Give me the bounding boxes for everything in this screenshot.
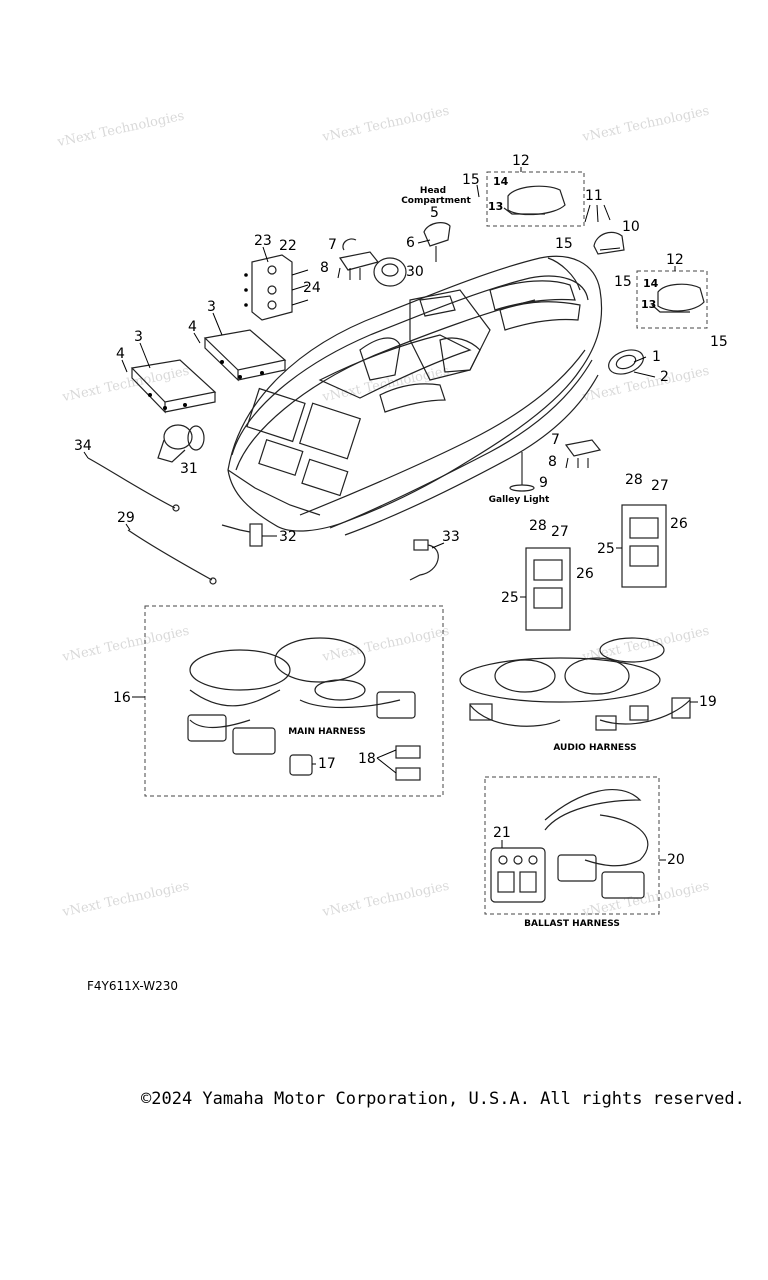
courtesy-light-1 — [608, 349, 644, 375]
callout-23: 23 — [254, 233, 272, 249]
callout-27: 27 — [651, 478, 669, 494]
bracket-25-left — [525, 547, 571, 631]
callout-15: 15 — [614, 274, 632, 290]
watermark: vNext Technologies — [580, 364, 710, 406]
callout-16: 16 — [113, 690, 131, 706]
watermark: vNext Technologies — [580, 104, 710, 146]
bracket-25-right — [621, 504, 667, 588]
callout-8: 8 — [548, 454, 557, 470]
mounting-plate-22 — [244, 254, 309, 321]
switch-32 — [221, 523, 263, 547]
callout-4: 4 — [188, 319, 197, 335]
callout-30: 30 — [406, 264, 424, 280]
callout-3: 3 — [134, 329, 143, 345]
callout-25: 25 — [501, 590, 519, 606]
dome-light-10 — [593, 231, 625, 255]
copyright-notice: ©2024 Yamaha Motor Corporation, U.S.A. A… — [141, 1089, 745, 1109]
callout-13: 13 — [641, 298, 656, 311]
callout-7: 7 — [328, 237, 337, 253]
watermarks: vNext Technologies vNext Technologies vN… — [55, 104, 710, 921]
watermark: vNext Technologies — [320, 879, 450, 921]
callout-10: 10 — [622, 219, 640, 235]
caption-main-harness: MAIN HARNESS — [288, 727, 366, 737]
callouts: 1 2 3 3 4 4 5 6 7 8 7 8 9 10 11 12 12 13… — [74, 153, 728, 868]
caption-head: Head — [420, 186, 446, 196]
watermark: vNext Technologies — [60, 624, 190, 666]
callout-15: 15 — [555, 236, 573, 252]
callout-5: 5 — [430, 205, 439, 221]
boat-hull — [227, 255, 603, 536]
callout-25: 25 — [597, 541, 615, 557]
callout-2: 2 — [660, 369, 669, 385]
callout-28: 28 — [529, 518, 547, 534]
caption-compartment: Compartment — [401, 196, 471, 206]
callout-24: 24 — [303, 280, 321, 296]
speaker-30 — [373, 257, 407, 287]
callout-1: 1 — [652, 349, 661, 365]
callout-11: 11 — [585, 188, 603, 204]
audio-harness-19 — [459, 637, 691, 731]
connector-33 — [409, 539, 439, 581]
callout-13: 13 — [488, 200, 503, 213]
callout-9: 9 — [539, 475, 548, 491]
callout-3: 3 — [207, 299, 216, 315]
callout-14: 14 — [643, 277, 659, 290]
cable-34 — [87, 457, 180, 512]
light-assembly-12-top — [486, 171, 585, 227]
callout-29: 29 — [117, 510, 135, 526]
callout-4: 4 — [116, 346, 125, 362]
cable-29 — [127, 529, 217, 585]
callout-14: 14 — [493, 175, 509, 188]
watermark: vNext Technologies — [55, 109, 185, 151]
light-assembly-12-right — [636, 270, 708, 329]
callout-19: 19 — [699, 694, 717, 710]
callout-22: 22 — [279, 238, 297, 254]
callout-26: 26 — [670, 516, 688, 532]
battery-tray-3-left — [130, 359, 217, 414]
power-outlet-31 — [157, 424, 205, 463]
caption-audio-harness: AUDIO HARNESS — [553, 743, 636, 753]
callout-34: 34 — [74, 438, 92, 454]
watermark: vNext Technologies — [580, 624, 710, 666]
head-light-5 — [423, 222, 451, 262]
drawing-code: F4Y611X-W230 — [87, 979, 179, 993]
callout-12: 12 — [512, 153, 530, 169]
callout-12: 12 — [666, 252, 684, 268]
callout-15: 15 — [710, 334, 728, 350]
callout-18: 18 — [358, 751, 376, 767]
ballast-harness-20 — [484, 776, 660, 915]
watermark: vNext Technologies — [320, 624, 450, 666]
callout-31: 31 — [180, 461, 198, 477]
watermark: vNext Technologies — [60, 879, 190, 921]
callout-28: 28 — [625, 472, 643, 488]
screws-11 — [584, 204, 611, 223]
galley-light-9 — [509, 452, 535, 492]
callout-33: 33 — [442, 529, 460, 545]
callout-20: 20 — [667, 852, 685, 868]
callout-26: 26 — [576, 566, 594, 582]
watermark: vNext Technologies — [320, 104, 450, 146]
light-fixture-7-lower — [564, 439, 602, 469]
callout-15: 15 — [462, 172, 480, 188]
caption-galley-light: Galley Light — [489, 495, 550, 505]
callout-8: 8 — [320, 260, 329, 276]
callout-32: 32 — [279, 529, 297, 545]
main-harness-16 — [144, 605, 444, 797]
callout-6: 6 — [406, 235, 415, 251]
callout-17: 17 — [318, 756, 336, 772]
watermark: vNext Technologies — [60, 364, 190, 406]
callout-7: 7 — [551, 432, 560, 448]
caption-ballast-harness: BALLAST HARNESS — [524, 919, 620, 929]
callout-21: 21 — [493, 825, 511, 841]
light-fixture-7-upper — [337, 238, 380, 280]
callout-27: 27 — [551, 524, 569, 540]
battery-tray-3-right — [203, 329, 287, 382]
